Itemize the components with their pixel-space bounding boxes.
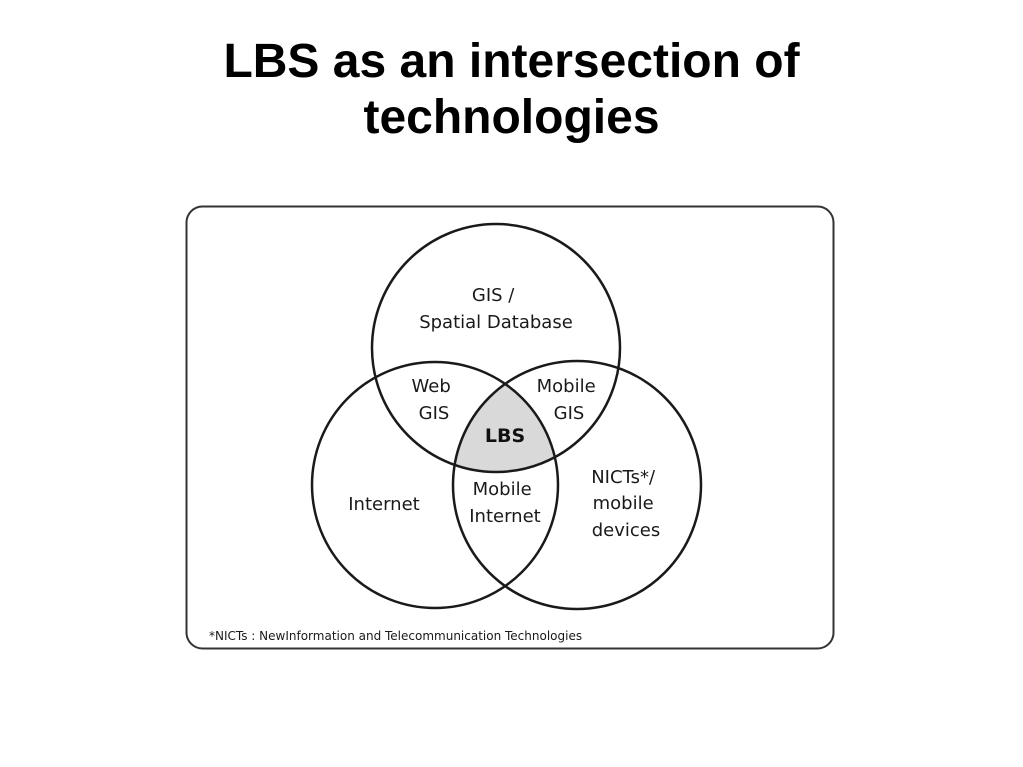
- label-lbs: LBS: [485, 425, 525, 447]
- label-mobile: mobile: [593, 493, 654, 514]
- slide-title: LBS as an intersection of technologies: [0, 34, 1023, 146]
- label-web-gis: Web GIS: [412, 376, 457, 424]
- label-mobile-internet: Mobile Internet: [469, 479, 540, 527]
- label-gis-spatial-database: GIS / Spatial Database: [419, 285, 573, 333]
- label-internet-text: Internet: [348, 494, 419, 515]
- label-gis: GIS /: [472, 285, 515, 306]
- lbs-region-fill: [453, 362, 558, 472]
- label-web-gis-gis: GIS: [419, 403, 450, 424]
- slide-title-line-1: LBS as an intersection of: [223, 35, 800, 88]
- venn-diagram: GIS / Spatial Database Internet NICTs*/ …: [185, 205, 835, 650]
- circle-gis-spatial-database: [370, 222, 622, 474]
- label-mobile-internet-internet: Internet: [469, 506, 540, 527]
- label-devices: devices: [592, 520, 661, 541]
- label-mobile-gis: Mobile GIS: [537, 376, 602, 424]
- label-nicts-mobile-devices: NICTs*/ mobile devices: [591, 467, 661, 541]
- label-internet: Internet: [348, 494, 419, 515]
- label-nicts: NICTs*/: [591, 467, 656, 488]
- label-mobile-gis-gis: GIS: [554, 403, 585, 424]
- label-mobile-gis-mobile: Mobile: [537, 376, 596, 397]
- label-spatial-database: Spatial Database: [419, 312, 573, 333]
- circle-internet: [310, 360, 560, 610]
- label-web: Web: [412, 376, 451, 397]
- circle-nicts-mobile-devices: [451, 359, 703, 611]
- label-mobile-internet-mobile: Mobile: [473, 479, 532, 500]
- footnote: *NICTs : NewInformation and Telecommunic…: [209, 629, 582, 643]
- venn-diagram-figure: GIS / Spatial Database Internet NICTs*/ …: [185, 205, 835, 650]
- slide-title-line-2: technologies: [363, 91, 660, 144]
- lbs-region: [453, 362, 558, 472]
